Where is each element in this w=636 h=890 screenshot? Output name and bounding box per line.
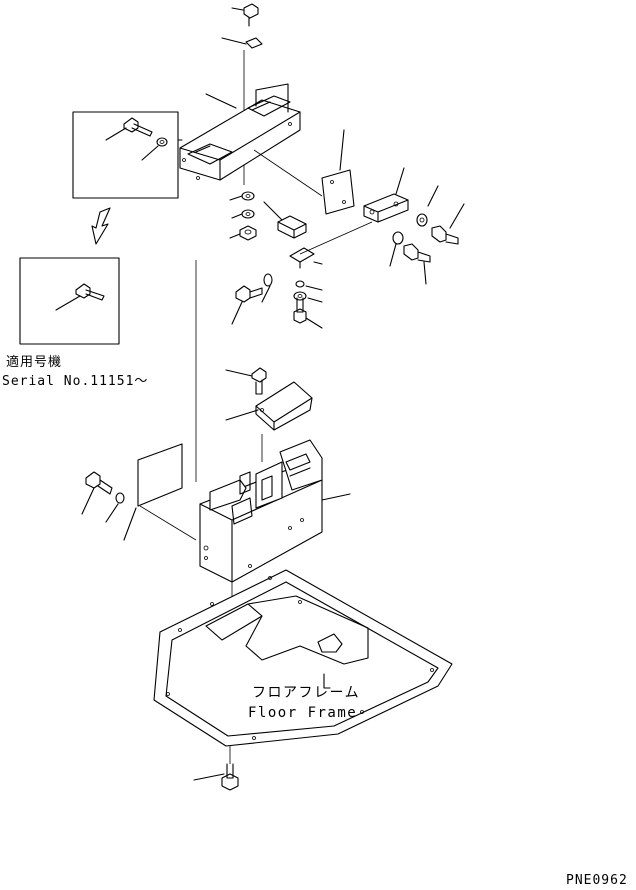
right-washer-bolt	[389, 185, 465, 285]
inset-serial-box	[19, 257, 120, 345]
cover-plate	[225, 381, 313, 431]
console-box-lower	[199, 439, 351, 583]
rubber-block	[263, 201, 307, 239]
floor-frame-label-ja: フロアフレーム	[252, 685, 360, 701]
side-panel	[137, 443, 183, 507]
small-washers	[293, 280, 323, 303]
bracket-plate	[321, 129, 355, 215]
inset-box	[72, 111, 183, 199]
vertical-bolt	[293, 297, 323, 329]
drawing-code: PNE0962	[566, 873, 628, 888]
middle-bolt	[225, 367, 267, 395]
applicable-serial-label: 適用号機	[6, 354, 62, 370]
down-arrow-icon	[91, 207, 111, 245]
console-box-upper	[179, 83, 301, 181]
serial-number-label: Serial No.11151～	[2, 374, 148, 389]
floor-frame	[153, 569, 453, 747]
bracket-block	[363, 167, 409, 223]
washer-stack	[229, 191, 257, 241]
bracket-leader	[253, 149, 323, 197]
left-bolt	[231, 273, 273, 325]
floor-frame-label-en: Floor Frame	[248, 705, 357, 721]
top-cap-piece	[221, 37, 263, 49]
bracket-leader-2	[299, 221, 373, 255]
top-bolt	[231, 3, 259, 27]
bottom-bolt	[193, 746, 239, 791]
side-bolt	[81, 471, 197, 541]
clamp-piece	[289, 247, 323, 269]
